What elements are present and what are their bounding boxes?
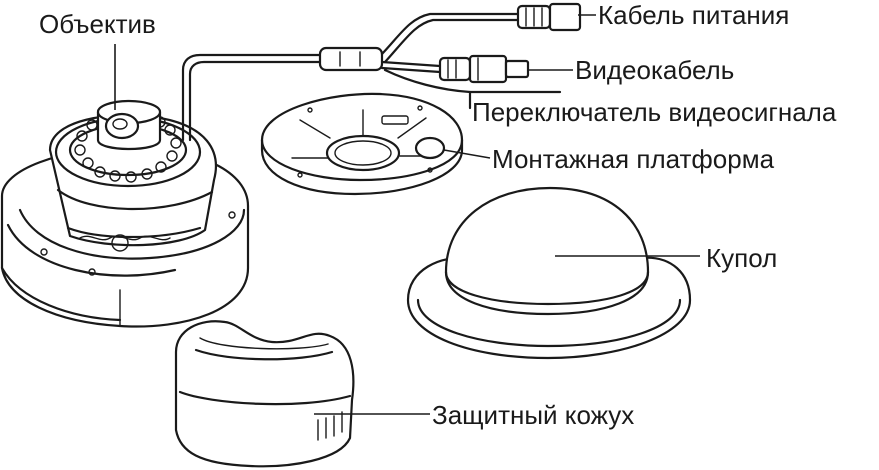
cable-bundle: [181, 2, 582, 142]
label-lens: Объектив: [39, 9, 156, 39]
camera-base: [0, 99, 250, 328]
label-protective-cover: Защитный кожух: [432, 400, 635, 430]
label-dome: Купол: [706, 243, 778, 273]
leader-lines: [114, 14, 700, 415]
label-video-switch: Переключатель видеосигнала: [472, 97, 837, 127]
mounting-platform: [260, 92, 464, 196]
label-power-cable: Кабель питания: [598, 0, 790, 30]
protective-shield: [174, 320, 355, 468]
label-mounting-platform: Монтажная платформа: [492, 144, 775, 174]
dome-cover: [406, 186, 692, 360]
label-video-cable: Видеокабель: [575, 55, 735, 85]
